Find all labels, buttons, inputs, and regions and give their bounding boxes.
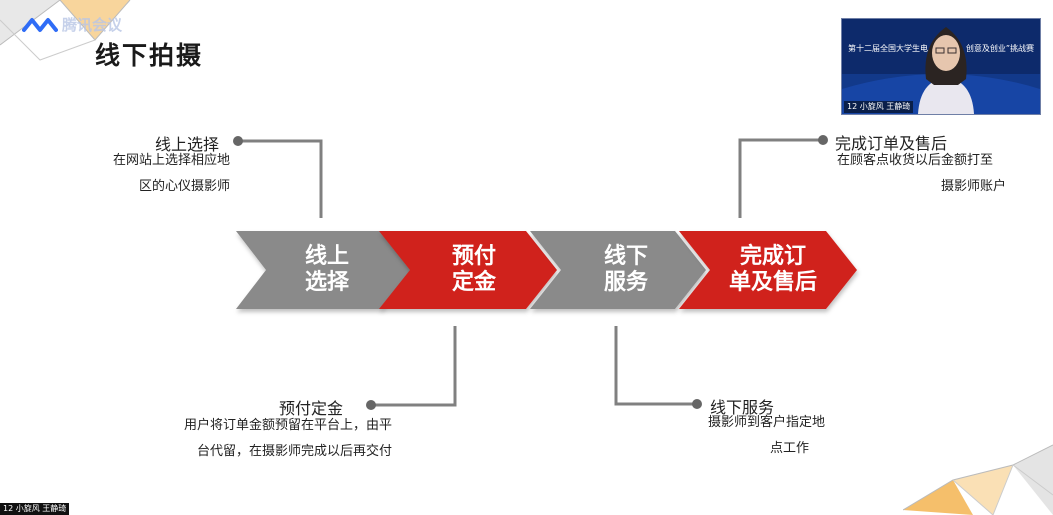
slide-title: 线下拍摄 (95, 41, 204, 70)
step-1-label: 线上 选择 (272, 244, 382, 296)
connector-3-dot (692, 399, 702, 409)
participant-name: 12 小旋风 王静琦 (844, 101, 914, 113)
connector-2-dot (366, 400, 376, 410)
callout-2-desc-line1: 用户将订单金额预留在平台上，由平 (183, 418, 392, 433)
callout-3-desc-line1: 摄影师到客户指定地 (708, 415, 826, 430)
step-3-label: 线下 服务 (571, 244, 681, 296)
callout-4-title: 完成订单及售后 (835, 134, 948, 153)
app-logo-text: 腾讯会议 (62, 16, 123, 34)
step-1-line2: 选择 (304, 270, 349, 295)
connector-1 (238, 139, 323, 218)
video-banner-right: 创意及创业”挑战赛 (965, 44, 1034, 53)
connector-3 (614, 326, 697, 406)
callout-2-title: 预付定金 (279, 399, 344, 418)
callout-2-desc-line2: 台代留，在摄影师完成以后再交付 (196, 444, 392, 459)
participant-person (918, 27, 974, 114)
callout-4-desc: 在顾客点收货以后金额打至 摄影师账户 (837, 148, 1006, 200)
callout-3-desc-line2: 点工作 (770, 441, 810, 456)
corner-decoration-bottom-right (903, 444, 1053, 515)
step-3-line2: 服务 (603, 270, 648, 295)
connector-1-dot (233, 136, 243, 146)
step-4-line2: 单及售后 (728, 270, 817, 295)
step-4-label: 完成订 单及售后 (713, 244, 833, 296)
self-view-name: 12 小旋风 王静琦 (0, 503, 70, 515)
callout-1-desc-line2: 区的心仪摄影师 (138, 179, 230, 194)
callout-3-desc: 摄影师到客户指定地 点工作 (708, 410, 825, 462)
connector-4-dot (818, 135, 828, 145)
callout-1-title: 线上选择 (155, 135, 220, 154)
step-1-chevron (236, 231, 412, 309)
step-2-line1: 预付 (451, 244, 496, 269)
participant-video-tile[interactable]: 第十二届全国大学生电 创意及创业”挑战赛 12 小旋风 王静琦 (841, 18, 1041, 115)
connector-2 (371, 326, 457, 407)
callout-3-title: 线下服务 (710, 398, 775, 417)
step-2-line2: 定金 (451, 270, 496, 295)
video-banner-left: 第十二届全国大学生电 (848, 44, 928, 53)
step-2-chevron (379, 231, 557, 309)
callout-4-desc-line1: 在顾客点收货以后金额打至 (837, 153, 994, 168)
callout-1-desc: 在网站上选择相应地 区的心仪摄影师 (80, 148, 230, 200)
callout-1-desc-line1: 在网站上选择相应地 (112, 153, 230, 168)
callout-4-desc-line2: 摄影师账户 (941, 179, 1007, 194)
meeting-logo-icon (22, 17, 58, 32)
step-3-chevron (530, 231, 706, 309)
connector-4 (738, 138, 823, 218)
callout-2-desc: 用户将订单金额预留在平台上，由平 台代留，在摄影师完成以后再交付 (130, 413, 392, 465)
step-3-line1: 线下 (603, 244, 648, 269)
step-4-line1: 完成订 (739, 244, 806, 269)
app-logo: 腾讯会议 (22, 14, 122, 35)
step-1-line1: 线上 (304, 244, 349, 269)
step-2-label: 预付 定金 (419, 244, 529, 296)
step-4-chevron (679, 231, 857, 309)
